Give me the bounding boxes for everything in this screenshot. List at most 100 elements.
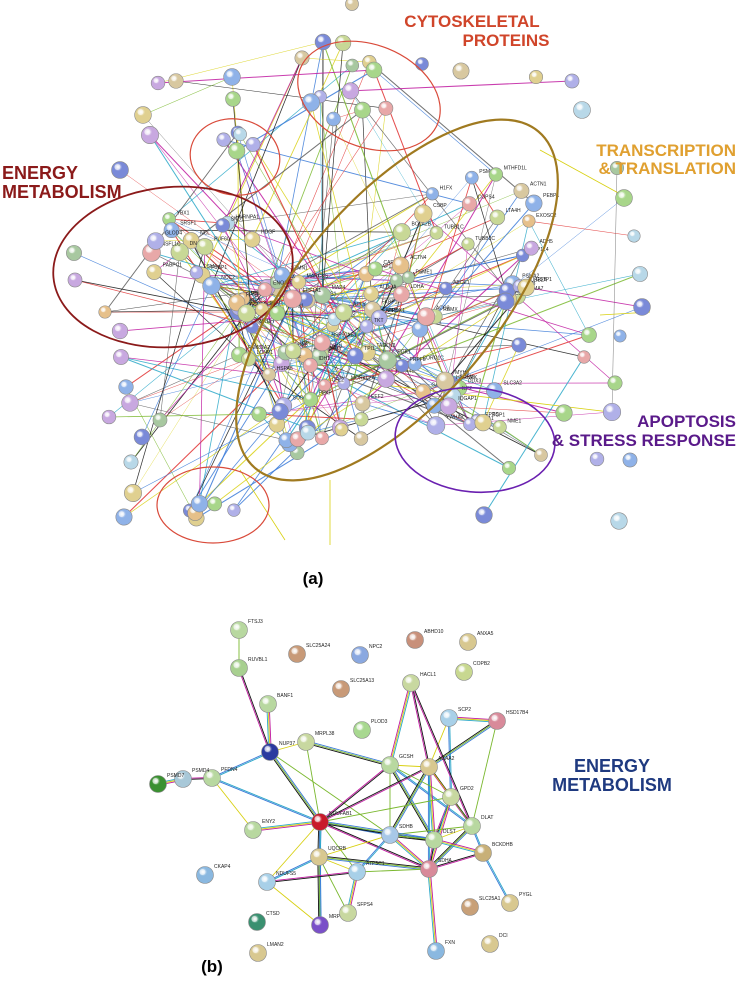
node-a186: [581, 327, 596, 342]
node-a183: [153, 413, 167, 427]
node-ball: [246, 137, 260, 151]
node-ball: [526, 195, 543, 212]
node-ball: [476, 507, 493, 524]
node-highlight: [350, 350, 356, 356]
node-ball: [354, 432, 368, 446]
node-highlight: [616, 332, 620, 336]
node-highlight: [468, 173, 473, 178]
node-ctsd: CTSD: [249, 911, 281, 931]
node-highlight: [313, 851, 319, 857]
node-ball: [616, 190, 633, 207]
node-highlight: [338, 306, 344, 312]
node-label: GPD2: [460, 786, 474, 792]
edge: [190, 364, 282, 511]
node-highlight: [121, 382, 126, 387]
node-highlight: [445, 791, 451, 797]
node-label: BANF1: [277, 693, 293, 699]
transcription-label-line1: TRANSCRIPTION: [596, 141, 736, 160]
node-highlight: [491, 170, 496, 175]
node-label: CORO1C: [422, 355, 444, 361]
node-highlight: [580, 353, 584, 357]
node-highlight: [126, 457, 131, 462]
node-highlight: [358, 398, 363, 403]
node-highlight: [527, 243, 532, 248]
node-highlight: [516, 186, 521, 191]
node-ball: [68, 273, 82, 287]
node-label: DLST: [443, 829, 456, 835]
node-highlight: [559, 407, 565, 413]
node-ball: [122, 395, 139, 412]
node-ball: [285, 343, 301, 359]
node-a171: [66, 245, 81, 260]
node-highlight: [114, 164, 120, 170]
node-label: MAP4: [332, 285, 346, 291]
node-a180: [124, 455, 138, 469]
node-label: PFKP: [319, 390, 333, 396]
node-label: GCSH: [399, 754, 414, 760]
node-ball: [217, 133, 231, 147]
node-label: NPC2: [369, 644, 383, 650]
node-label: CKAP4: [214, 864, 231, 870]
node-ball: [335, 35, 351, 51]
node-ball: [364, 286, 379, 301]
node-slc25a1: SLC25A1: [462, 896, 501, 916]
node-ball: [335, 423, 348, 436]
node-ball: [464, 418, 477, 431]
node-a172: [68, 273, 82, 287]
node-hsd17b4: HSD17B4: [489, 710, 529, 730]
node-highlight: [367, 304, 373, 310]
node-a175: [113, 349, 128, 364]
node-banf1: BANF1: [260, 693, 294, 713]
apoptosis-label-line2: & STRESS RESPONSE: [552, 431, 736, 450]
node-label: TUBB2C: [475, 236, 495, 242]
node-ball: [497, 293, 514, 310]
node-label: IDH1: [319, 356, 331, 362]
node-highlight: [254, 409, 259, 414]
node-highlight: [420, 310, 426, 316]
node-label: GSTP1: [535, 277, 552, 283]
node-highlight: [262, 698, 268, 704]
node-highlight: [381, 103, 386, 108]
node-label: SDHB: [399, 824, 414, 830]
node-label: YBX1: [177, 211, 190, 217]
node-a146: [453, 63, 469, 79]
node-ball: [99, 306, 112, 319]
node-label: BCKDHB: [492, 842, 514, 848]
node-ball: [284, 290, 302, 308]
node-highlight: [272, 419, 278, 425]
node-label: TAGLN2: [376, 343, 395, 349]
node-highlight: [443, 400, 449, 406]
node-a173: [99, 306, 112, 319]
node-label: NDUFAB1: [329, 811, 352, 817]
node-npc2: NPC2: [352, 644, 383, 664]
node-ball: [453, 63, 469, 79]
node-label: TPI1: [364, 346, 375, 352]
node-highlight: [384, 759, 390, 765]
node-a185: [578, 351, 591, 364]
node-highlight: [462, 636, 468, 642]
node-highlight: [150, 235, 156, 241]
node-ball: [134, 429, 150, 445]
node-a165: [556, 405, 573, 422]
node-a184: [590, 452, 604, 466]
node-label: PABPC1: [163, 263, 183, 269]
node-highlight: [361, 269, 366, 274]
node-a141: [315, 34, 331, 50]
node-ball: [493, 420, 506, 433]
edge: [318, 857, 319, 925]
node-highlight: [127, 487, 133, 493]
node-ball: [379, 351, 397, 369]
edge: [430, 767, 435, 840]
node-anxa5: ANXA5: [460, 631, 494, 651]
node-mthfd1l: MTHFD1L: [489, 166, 527, 182]
energy-metabolism-b-line2: METABOLISM: [552, 775, 672, 795]
node-label: ACTN4: [410, 255, 427, 261]
node-highlight: [306, 394, 311, 399]
node-highlight: [329, 114, 334, 119]
node-iqgap1: IQGAP1: [440, 396, 477, 415]
node-highlight: [392, 276, 396, 280]
node-ball: [102, 410, 116, 424]
node-highlight: [241, 307, 247, 313]
node-label: SLC25A1: [479, 896, 501, 902]
